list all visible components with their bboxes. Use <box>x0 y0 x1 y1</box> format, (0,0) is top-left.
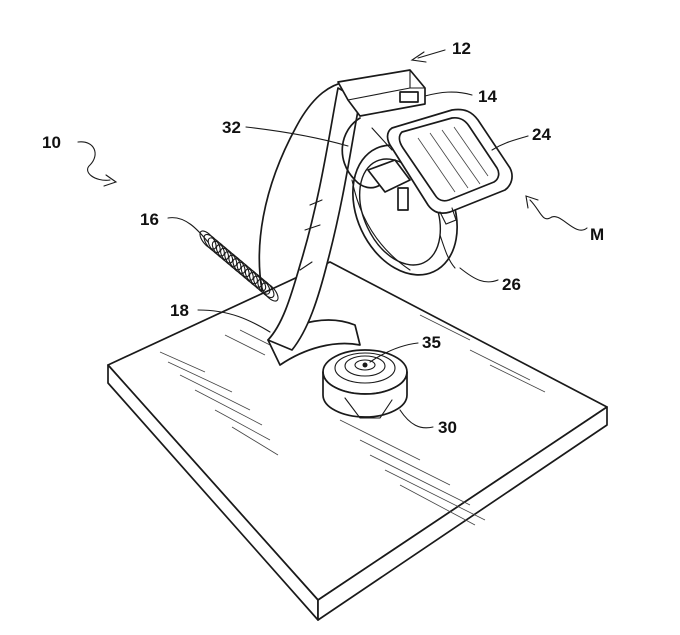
label-26: 26 <box>502 275 521 294</box>
label-35: 35 <box>422 333 441 352</box>
sensor-puck <box>322 349 408 419</box>
stand-arm <box>267 87 361 351</box>
coil-loop <box>261 282 279 302</box>
sensor-head <box>337 69 426 117</box>
label-16: 16 <box>140 210 159 229</box>
label-10: 10 <box>42 133 61 152</box>
leader-lines <box>77 49 588 429</box>
base-block <box>107 261 608 621</box>
reference-labels: 10 12 14 16 18 24 26 30 32 35 M <box>42 39 604 437</box>
label-m: M <box>590 225 604 244</box>
label-12: 12 <box>452 39 471 58</box>
label-32: 32 <box>222 118 241 137</box>
watch-face <box>386 108 513 225</box>
clip <box>341 117 411 211</box>
label-18: 18 <box>170 301 189 320</box>
label-30: 30 <box>438 418 457 437</box>
label-24: 24 <box>532 125 551 144</box>
label-14: 14 <box>478 87 497 106</box>
